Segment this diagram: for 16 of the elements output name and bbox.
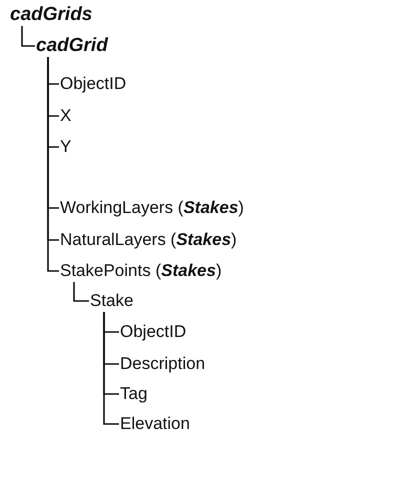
- tree-item-label: Y: [60, 136, 72, 158]
- tree-item-label: ObjectID: [60, 73, 126, 95]
- tree-item-label: Elevation: [120, 413, 190, 435]
- tree-item-label: X: [60, 105, 72, 127]
- tree-item-label: Description: [120, 353, 206, 375]
- tree-item-label: NaturalLayers (Stakes): [60, 229, 237, 251]
- tree-item-label: Tag: [120, 383, 148, 405]
- tree-item-label: cadGrid: [36, 35, 108, 57]
- tree-item-label: WorkingLayers (Stakes): [60, 197, 244, 219]
- tree-connector: [73, 282, 89, 302]
- tree-item-label: StakePoints (Stakes): [60, 260, 222, 282]
- tree-connector: [103, 312, 119, 425]
- tree-item-label: ObjectID: [120, 321, 186, 343]
- tree-connector: [21, 26, 35, 47]
- tree-item-label: Stake: [90, 290, 134, 312]
- tree-item-label: cadGrids: [10, 4, 92, 26]
